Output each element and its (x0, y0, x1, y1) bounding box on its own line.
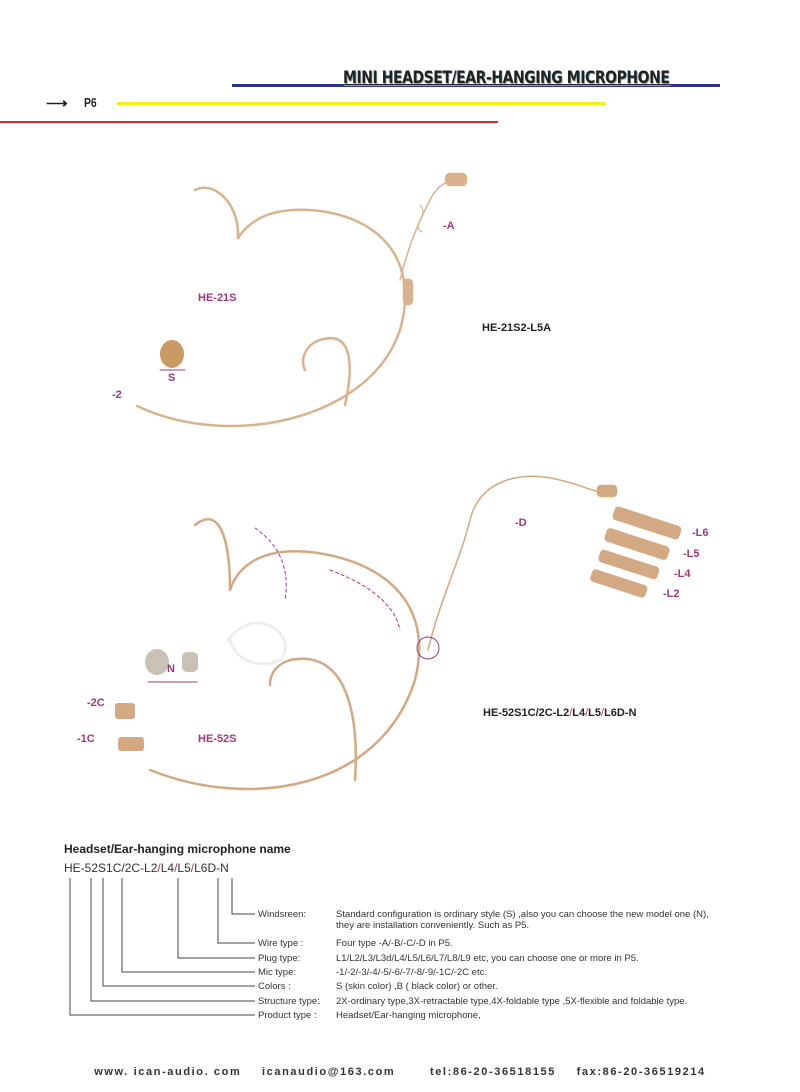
wire-d-label: -D (515, 517, 527, 529)
model-part: L6D-N (604, 707, 637, 719)
windscreen-n-image (145, 649, 198, 683)
mic-1c-label: -1C (77, 733, 95, 745)
plug-l2-label: -L2 (663, 588, 680, 600)
row-label-plug: Plug type: (258, 953, 301, 964)
plug-l6-label: -L6 (692, 527, 709, 539)
plug-l5-label: -L5 (683, 548, 700, 560)
naming-code: HE-52S1C/2C-L2/L4/L5/L6D-N (64, 861, 229, 875)
row-desc-plug: L1/L2/L3/L3d/L4/L5/L6/L7/L8/L9 etc, you … (336, 953, 639, 964)
footer-email: icanaudio@163.com (262, 1066, 396, 1078)
mic-capsules-image (115, 703, 144, 751)
naming-heading: Headset/Ear-hanging microphone name (64, 842, 291, 856)
row-desc-wire: Four type -A/-B/-C/-D in P5. (336, 938, 453, 949)
yellow-divider (117, 102, 606, 105)
model-part: HE-52S1C/2C-L2 (483, 707, 570, 719)
code-slash: / (190, 861, 195, 875)
windscreen-n-label: N (167, 663, 175, 675)
wire-a-label: -A (443, 220, 455, 232)
red-divider (0, 121, 498, 123)
model-slash: / (569, 707, 573, 719)
plug-connectors-image (590, 506, 682, 598)
row-desc-windscreen: Standard configuration is ordinary style… (336, 909, 709, 920)
series-he-52s-label: HE-52S (198, 733, 237, 745)
page-number: P6 (84, 95, 97, 110)
mic-2-label: -2 (112, 389, 122, 401)
page-title: MINI HEADSET/EAR-HANGING MICROPHONE (343, 68, 670, 88)
footer-fax: fax:86-20-36519214 (576, 1066, 706, 1078)
model-slash: / (585, 707, 589, 719)
code-slash: / (174, 861, 178, 875)
footer-website: www. ican-audio. com (94, 1066, 242, 1078)
model-part: L5 (588, 707, 602, 719)
row-label-windscreen: Windsreen: (258, 909, 307, 920)
title-underline-blue (232, 84, 720, 87)
mic-2c-label: -2C (87, 697, 105, 709)
series-he-21s-label: HE-21S (198, 292, 237, 304)
windscreen-s-label: S (168, 372, 176, 384)
model-he-21s2-l5a: HE-21S2-L5A (482, 322, 552, 334)
code-part: L6D-N (194, 861, 229, 875)
row-desc-structure: 2X-ordinary type,3X-retractable type,4X-… (336, 996, 688, 1007)
he-21s-headset-image (135, 172, 468, 428)
row-desc-colors: S (skin color) ,B ( black color) or othe… (336, 981, 498, 992)
model-slash: / (601, 707, 605, 719)
row-desc-windscreen-2: they are installation conveniently. Such… (336, 920, 530, 931)
row-label-mic: Mic type: (258, 967, 297, 978)
row-desc-product: Headset/Ear-hanging microphone, (336, 1010, 481, 1021)
code-part: L5 (177, 861, 191, 875)
footer: www. ican-audio. com icanaudio@163.com t… (0, 1066, 800, 1078)
row-label-structure: Structure type: (258, 996, 320, 1007)
row-label-product: Product type : (258, 1010, 317, 1021)
windscreen-s-image (159, 340, 186, 371)
product-illustrations (115, 172, 682, 791)
he-52s-headset-image (148, 475, 618, 791)
code-part: HE-52S1C/2C-L2 (64, 861, 158, 875)
row-desc-mic: -1/-2/-3/-4/-5/-6/-7/-8/-9/-1C/-2C etc. (336, 967, 487, 978)
model-part: L4 (572, 707, 586, 719)
row-label-wire: Wire type : (258, 938, 304, 949)
plug-l4-label: -L4 (674, 568, 691, 580)
model-he-52s: HE-52S1C/2C-L2/L4/L5/L6D-N (483, 707, 636, 719)
arrow-icon: ⟶ (46, 95, 68, 112)
code-slash: / (157, 861, 161, 875)
footer-tel: tel:86-20-36518155 (429, 1066, 556, 1078)
row-label-colors: Colors : (258, 981, 291, 992)
code-part: L4 (160, 861, 175, 875)
